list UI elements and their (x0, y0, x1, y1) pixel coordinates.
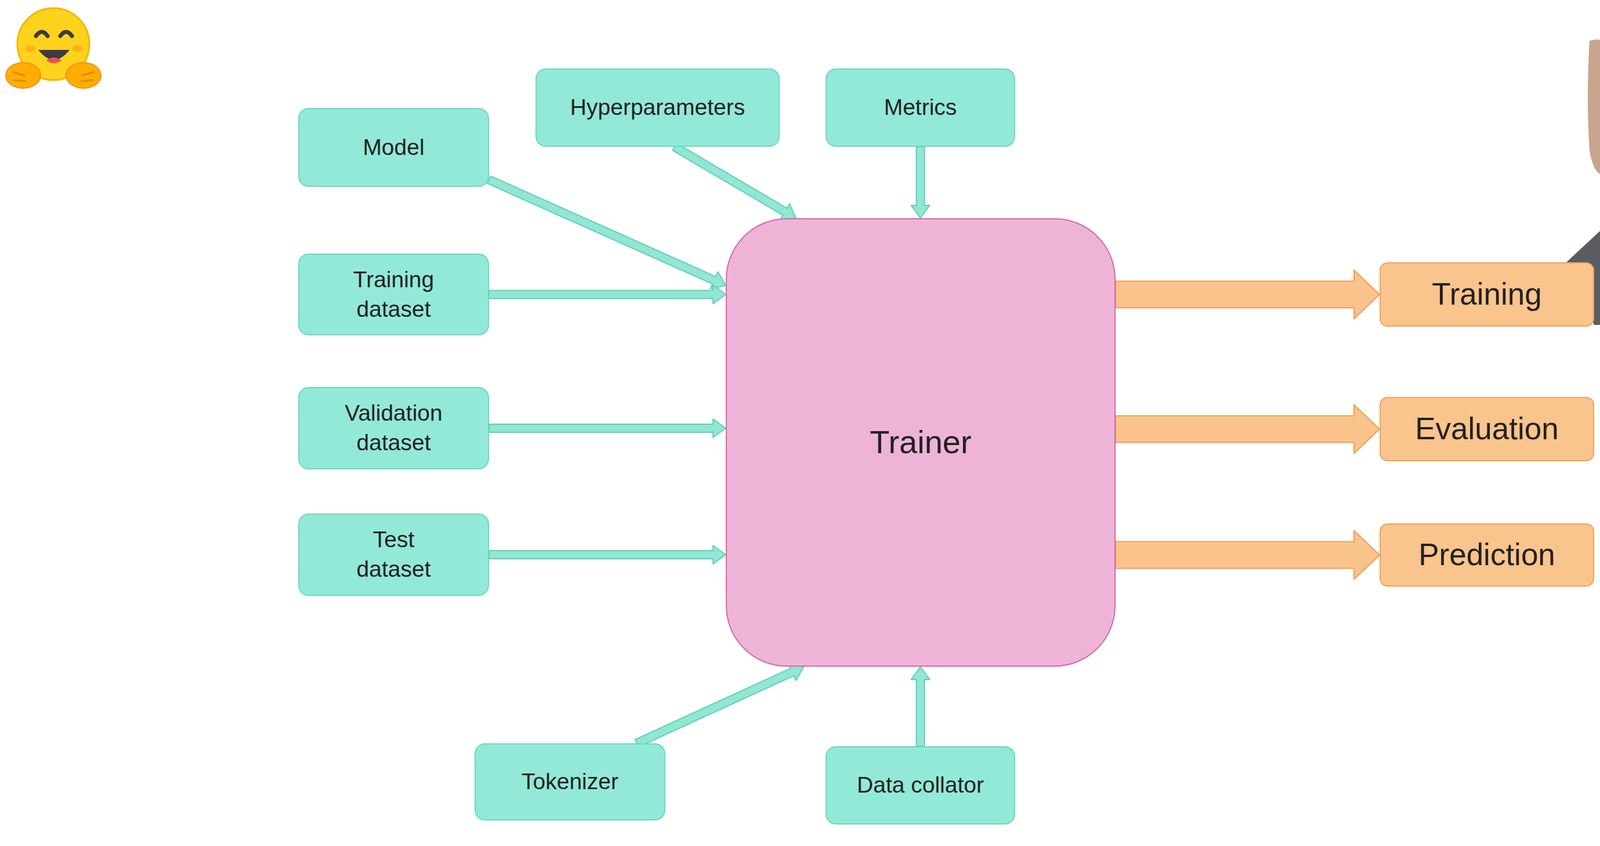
input-box: Hyperparameters (535, 68, 780, 147)
box-label: Model (362, 132, 425, 163)
box-label: Prediction (1418, 534, 1556, 575)
box-label: Tokenizer (521, 766, 619, 797)
flow-arrow (489, 418, 726, 438)
input-box: Model (298, 107, 490, 187)
flow-arrow (489, 285, 726, 304)
input-box: Tokenizer (474, 743, 666, 821)
input-box: Data collator (825, 746, 1016, 825)
box-label: Validation dataset (332, 398, 455, 458)
flow-arrow (487, 175, 726, 289)
flow-arrow (1115, 530, 1380, 580)
flow-arrow (911, 666, 930, 747)
output-box: Training (1379, 262, 1595, 327)
box-label: Hyperparameters (570, 92, 745, 123)
flow-arrow (1115, 404, 1380, 454)
dataset-box: Validation dataset (298, 386, 490, 469)
output-box: Prediction (1379, 523, 1595, 587)
flow-arrow (635, 663, 805, 748)
flow-arrow (489, 545, 726, 564)
flow-arrow (1115, 270, 1380, 320)
box-label: Evaluation (1414, 408, 1559, 450)
flow-arrow (911, 146, 930, 219)
output-box: Evaluation (1379, 396, 1595, 462)
box-label: Training (1431, 274, 1542, 315)
dataset-box: Training dataset (298, 253, 490, 336)
flow-arrow (672, 143, 796, 220)
trainer-box: Trainer (725, 218, 1116, 667)
logo-icon (5, 8, 101, 89)
box-label: Data collator (856, 770, 984, 800)
box-label: Test dataset (332, 525, 455, 584)
box-label: Metrics (884, 92, 958, 123)
box-label: Training dataset (332, 265, 455, 324)
input-box: Metrics (825, 68, 1016, 147)
box-label: Trainer (869, 421, 972, 464)
dataset-box: Test dataset (298, 513, 490, 596)
